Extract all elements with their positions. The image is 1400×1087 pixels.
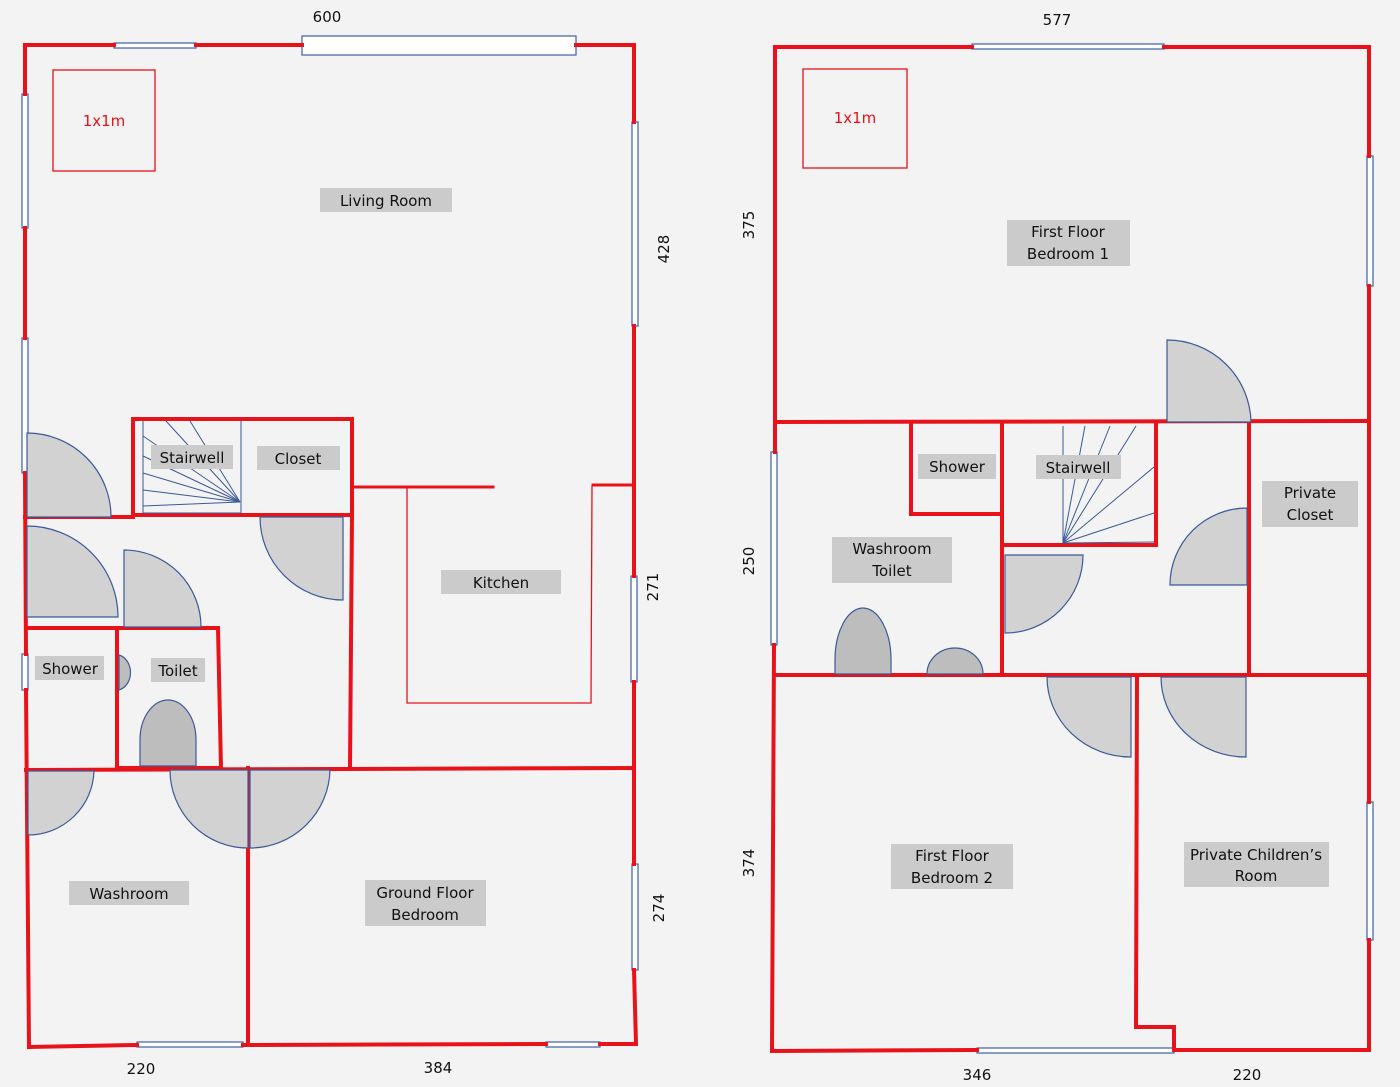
first-stairwell-steps [1062,425,1155,544]
dim-ground-bottom-left: 220 [127,1060,156,1078]
window-left-upper [21,93,29,229]
dim-ground-bottom-right: 384 [424,1059,453,1077]
door-arc-ff-closet [1169,507,1248,586]
room-label-ff-stairwell: Stairwell [1046,459,1111,477]
wall-left-c [23,687,32,1050]
ff-toilet-icon [834,607,892,675]
wall-bottom-a [26,1042,140,1050]
room-label-ground-stairwell: Stairwell [160,449,225,467]
room-label-ground-shower: Shower [42,660,99,678]
door-arc-ff-bedroom2 [1046,676,1132,758]
room-label-children-line1: Private Children’s [1190,846,1322,864]
window-ff-washroom [770,451,778,646]
wall-hall-right [347,512,355,771]
window-top-large [301,35,577,56]
window-ff-children [1366,801,1374,941]
dim-ground-right-lower: 274 [650,894,668,923]
room-label-kitchen: Kitchen [473,574,529,592]
wall-right-c [631,967,639,1047]
dim-first-top: 577 [1043,11,1072,29]
dim-first-bottom-right: 220 [1233,1066,1262,1084]
window-ff-bottom [976,1047,1175,1054]
door-arc-ff-washroom [1004,554,1084,634]
ff-sink-icon [926,647,984,675]
door-arc-closet [259,516,344,601]
wall-stair-closet [23,417,354,519]
first-scale-square [802,68,908,169]
room-label-closet: Closet [275,450,322,468]
ground-scale-label: 1x1m [83,112,126,130]
room-label-washroom: Washroom [89,885,168,903]
room-label-ff-shower: Shower [929,458,986,476]
room-label-ground-bedroom-line2: Bedroom [391,906,459,924]
wall-ff-bedroom-divider [1133,674,1176,1052]
wall-top-right [574,43,636,124]
dim-ground-right-middle: 271 [644,573,662,602]
window-ff-top [971,43,1165,50]
room-label-children-line2: Room [1235,867,1278,885]
wall-ff-bedroom1-bottom [772,418,1372,425]
window-bottom-left [136,1041,244,1048]
wall-bottom-b [240,1041,549,1048]
dim-first-left-upper: 375 [740,211,758,240]
room-label-toilet: Toilet [157,662,197,680]
room-label-ff-washroom-line2: Toilet [871,562,911,580]
room-label-ff-bedroom1-line1: First Floor [1031,223,1105,241]
dim-first-bottom-left: 346 [963,1066,992,1084]
wall-ff-stairwell [1002,422,1158,547]
wall-ff-shower [909,422,1004,516]
door-arc-hall-left [26,525,119,618]
door-arc-stair-corner [26,432,112,518]
room-label-ff-bedroom2-line2: Bedroom 2 [911,869,993,887]
wall-ff-left-low [769,642,980,1054]
shower-head-icon [118,654,132,691]
first-scale-label: 1x1m [834,109,877,127]
toilet-bowl-icon [139,699,197,767]
room-label-living-room: Living Room [340,192,432,210]
window-top-left [113,42,197,49]
room-label-ff-bedroom1-line2: Bedroom 1 [1027,245,1109,263]
ground-scale-square [52,69,156,172]
room-label-ground-bedroom-line1: Ground Floor [376,884,474,902]
wall-top-left [23,43,116,96]
dim-first-left-middle: 250 [740,547,758,576]
window-bottom-right [545,1041,601,1048]
ground-floor-plan: 1x1m Living Room Stairwell Closet Kitche… [21,8,673,1078]
wall-ff-top-right [1162,45,1371,158]
window-right-upper [631,121,639,327]
window-right-middle [630,575,638,683]
door-arc-washroom-small [27,770,95,836]
first-floor-plan: 1x1m First Floor Bedroom 1 Shower Stairw… [740,11,1374,1084]
window-ff-right-upper [1366,155,1374,287]
kitchen-counter-outline [406,485,593,704]
room-label-ff-bedroom2-line1: First Floor [915,847,989,865]
door-arc-bedroom [249,769,331,849]
door-arc-ff-children [1160,676,1247,758]
window-shower [21,653,29,691]
room-label-ff-washroom-line1: Washroom [852,540,931,558]
wall-ff-top-left [773,45,974,454]
dim-ground-top: 600 [313,8,342,26]
window-right-lower [631,863,639,971]
dim-first-left-lower: 374 [740,849,758,878]
wall-left-b [22,470,29,657]
door-arc-ff-bedroom1 [1166,339,1252,423]
room-label-private-closet-line2: Closet [1287,506,1334,524]
wall-lower-rooms-top [23,765,637,773]
door-arc-toilet [123,549,202,628]
door-arc-washroom [169,769,249,849]
dim-ground-right-upper: 428 [655,235,673,264]
room-label-private-closet-line1: Private [1284,484,1336,502]
